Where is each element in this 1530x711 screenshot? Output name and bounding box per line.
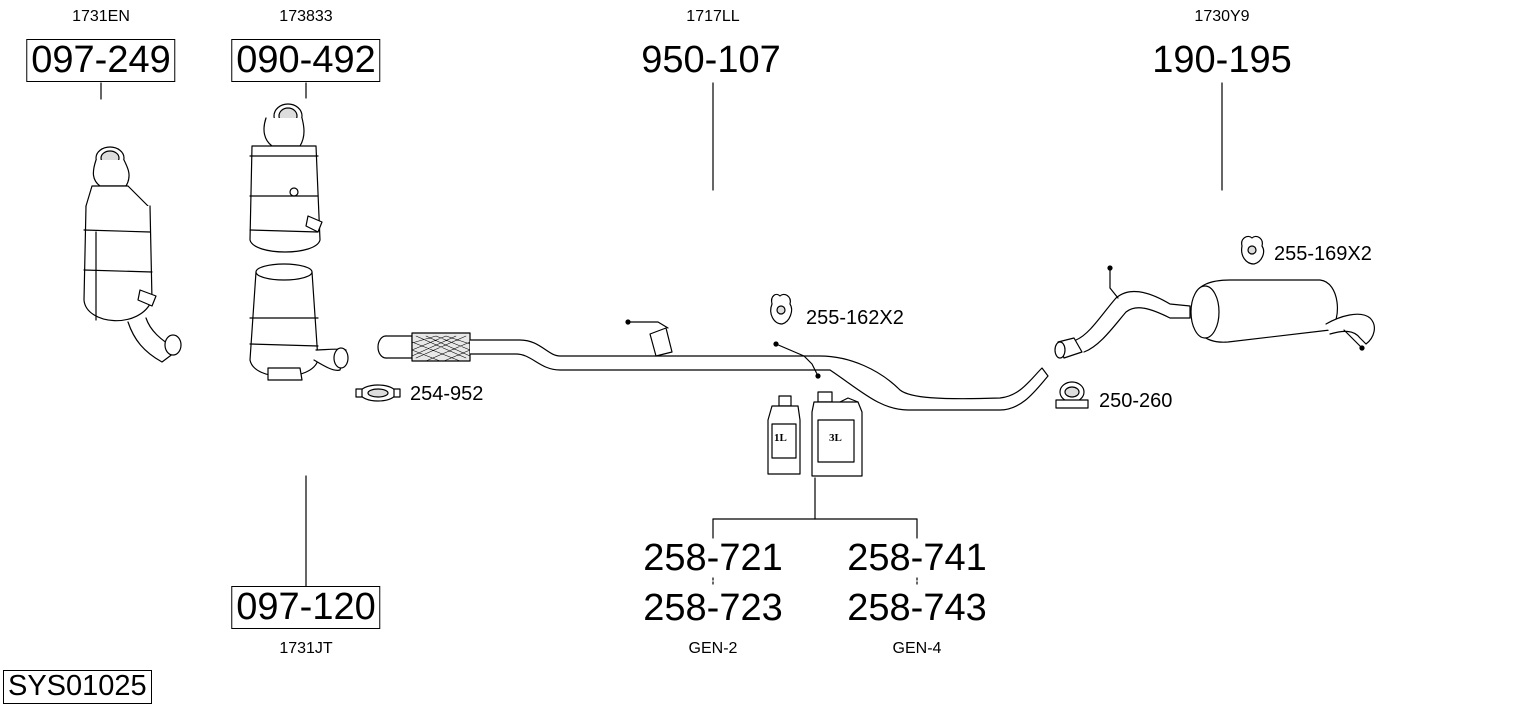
- catalytic-converter-090-492-drawing: [249, 103, 349, 381]
- accessory-255-162x2[interactable]: 255-162X2: [806, 307, 904, 329]
- fluid-number-258-741[interactable]: 258-741: [847, 537, 987, 579]
- rubber-mount-255-169-drawing: [1241, 235, 1265, 265]
- part-number-950-107[interactable]: 950-107: [641, 39, 781, 81]
- fluid-code-gen-2: GEN-2: [688, 640, 738, 657]
- accessory-255-169x2[interactable]: 255-169X2: [1274, 243, 1372, 265]
- rubber-mount-255-162-drawing: [770, 293, 793, 325]
- catalytic-converter-097-249-drawing: [83, 146, 182, 363]
- fluid-bottle-1l-drawing: [767, 395, 801, 475]
- fluid-number-258-721[interactable]: 258-721: [643, 537, 783, 579]
- part-code-1731jt: 1731JT: [279, 640, 333, 657]
- container-label-3l: 3L: [829, 432, 842, 444]
- part-code-1730y9: 1730Y9: [1194, 8, 1250, 25]
- part-number-190-195[interactable]: 190-195: [1152, 39, 1292, 81]
- clamp-250-260-drawing: [1055, 381, 1089, 409]
- middle-pipe-950-107-drawing: [377, 319, 1049, 411]
- fluid-bracket: [712, 477, 918, 587]
- part-code-173833: 173833: [279, 8, 333, 25]
- fluid-number-258-723[interactable]: 258-723: [643, 587, 783, 629]
- fluid-code-gen-4: GEN-4: [892, 640, 942, 657]
- system-code: SYS01025: [3, 670, 152, 704]
- part-code-1731en: 1731EN: [72, 8, 130, 25]
- fluid-can-3l-drawing: [811, 391, 863, 477]
- part-number-097-120[interactable]: 097-120: [231, 586, 381, 629]
- clamp-254-952-drawing: [355, 384, 401, 402]
- part-code-1717ll: 1717LL: [686, 8, 740, 25]
- part-number-097-249[interactable]: 097-249: [26, 39, 176, 82]
- accessory-250-260[interactable]: 250-260: [1099, 390, 1173, 412]
- part-number-090-492[interactable]: 090-492: [231, 39, 381, 82]
- container-label-1l: 1L: [774, 432, 787, 444]
- rear-silencer-190-195-drawing: [1054, 265, 1375, 359]
- accessory-254-952[interactable]: 254-952: [410, 383, 484, 405]
- fluid-number-258-743[interactable]: 258-743: [847, 587, 987, 629]
